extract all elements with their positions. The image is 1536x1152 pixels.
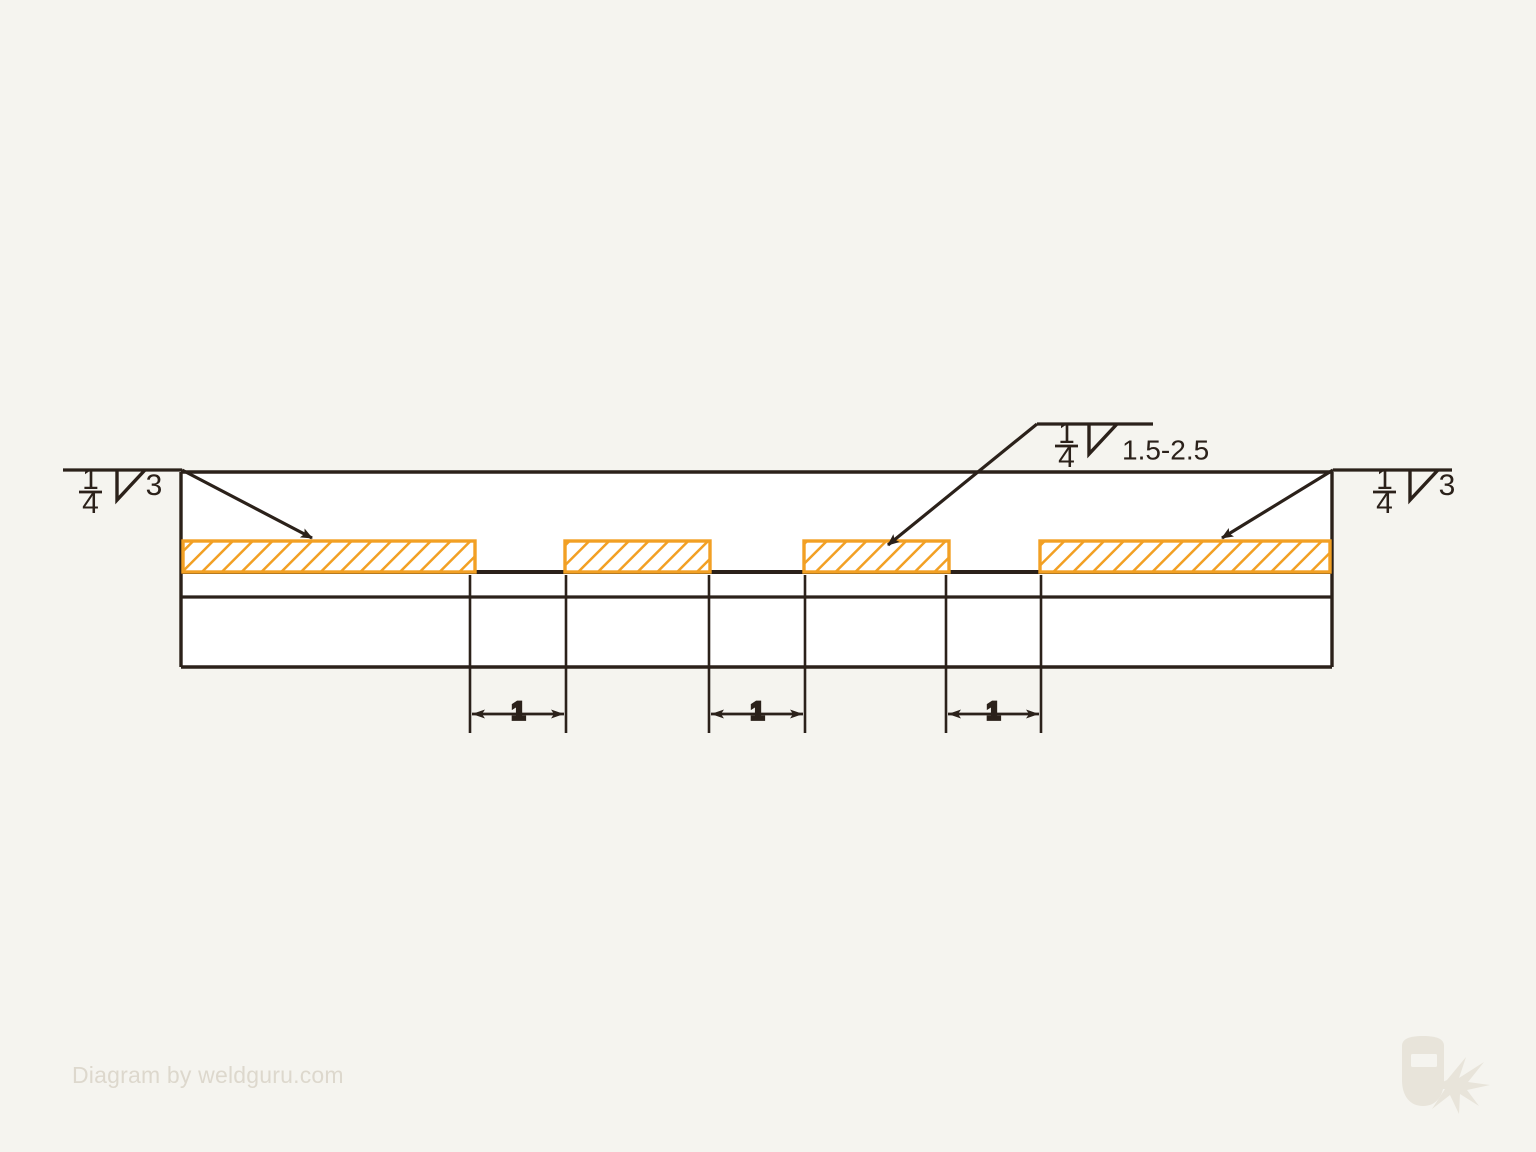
leader-arrows (181, 422, 1334, 547)
weld-bead-3 (802, 539, 951, 574)
dimension-3-label: 1 (987, 698, 1001, 726)
weld-bead-2 (563, 539, 712, 574)
spark-icon (1425, 1057, 1490, 1114)
leader-arrow-middle (886, 422, 1039, 547)
weld-symbol-left-size-numerator: 1 (82, 463, 99, 496)
weld-symbol-right-fillet-triangle-icon (1408, 468, 1440, 505)
dimension-1: 1 (472, 696, 564, 727)
extension-lines (468, 575, 1043, 733)
weld-symbol-middle-length-pitch: 1.5-2.5 (1122, 434, 1209, 465)
weld-bead-group (181, 539, 1332, 574)
plate-middle-strip (181, 572, 1332, 597)
weld-symbol-left[interactable]: 1 4 3 (63, 463, 182, 520)
weld-symbol-right-size-denominator: 4 (1376, 487, 1393, 520)
weld-symbol-right[interactable]: 1 4 3 (1333, 463, 1455, 520)
dimension-1-label: 1 (512, 698, 526, 726)
plate-outline (179, 470, 1334, 669)
leader-arrow-left (181, 468, 313, 540)
dimension-2: 1 (711, 696, 803, 727)
credit-text: Diagram by weldguru.com (72, 1062, 344, 1088)
weld-symbol-middle-size-denominator: 4 (1058, 441, 1075, 474)
dimension-group: 1 1 1 (472, 696, 1039, 727)
weld-symbol-left-fillet-triangle-icon (115, 468, 147, 505)
weld-symbol-left-length-pitch: 3 (146, 469, 163, 502)
weld-bead-4 (1038, 539, 1332, 574)
weld-symbol-left-size-denominator: 4 (82, 487, 99, 520)
weld-symbol-middle[interactable]: 1 4 1.5-2.5 (1037, 417, 1209, 474)
weld-symbol-middle-fillet-triangle-icon (1087, 422, 1119, 459)
dimension-2-label: 1 (751, 698, 765, 726)
weldguru-helmet-spark-logo (1402, 1036, 1490, 1114)
leader-arrow-right (1221, 468, 1334, 540)
dimension-3: 1 (948, 696, 1039, 727)
weld-symbol-middle-size-numerator: 1 (1058, 417, 1075, 450)
welding-helmet-icon (1402, 1036, 1444, 1106)
plate-lower-body (181, 597, 1332, 667)
weld-bead-1 (181, 539, 477, 574)
weld-symbol-right-length-pitch: 3 (1439, 469, 1456, 502)
weld-symbol-right-size-numerator: 1 (1376, 463, 1393, 496)
